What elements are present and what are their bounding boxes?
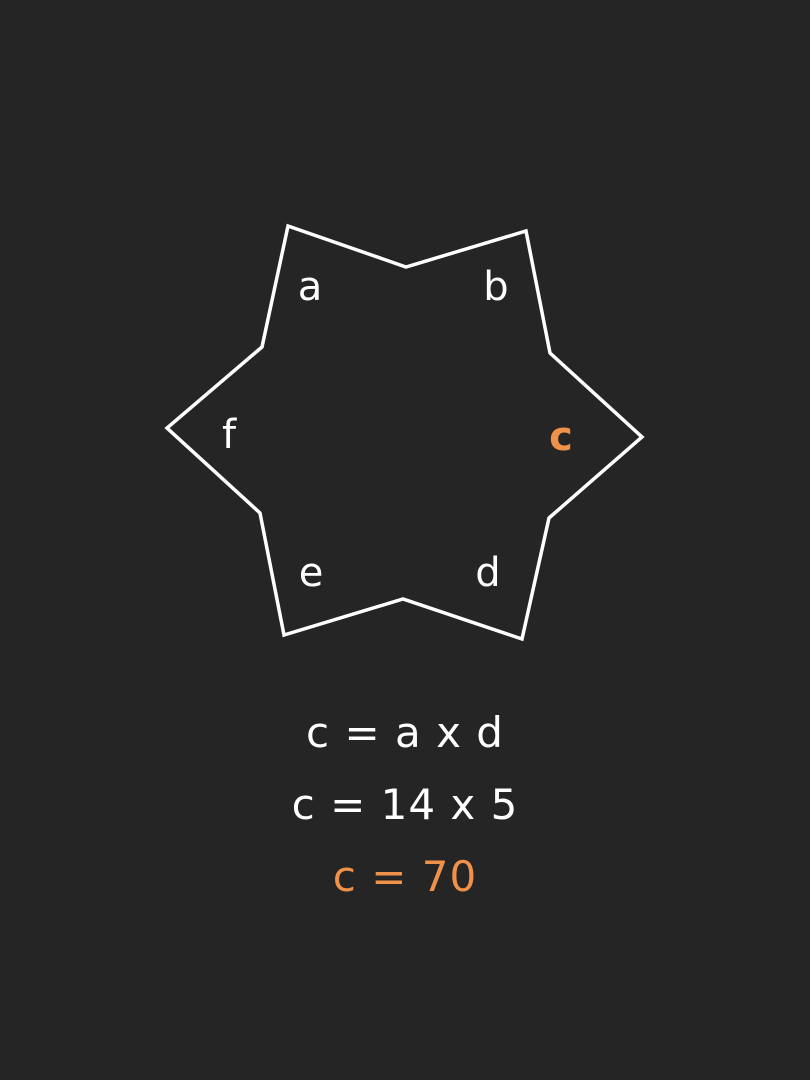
label-f: f — [222, 412, 237, 458]
equation-result: c = 70 — [332, 852, 478, 901]
label-a: a — [298, 264, 323, 310]
star-outline — [164, 223, 645, 642]
label-b: b — [483, 264, 508, 310]
label-e: e — [299, 550, 324, 596]
equation-substitution: c = 14 x 5 — [291, 780, 519, 829]
label-d: d — [475, 550, 500, 596]
equation-formula: c = a x d — [306, 708, 504, 757]
label-c: c — [549, 414, 573, 460]
